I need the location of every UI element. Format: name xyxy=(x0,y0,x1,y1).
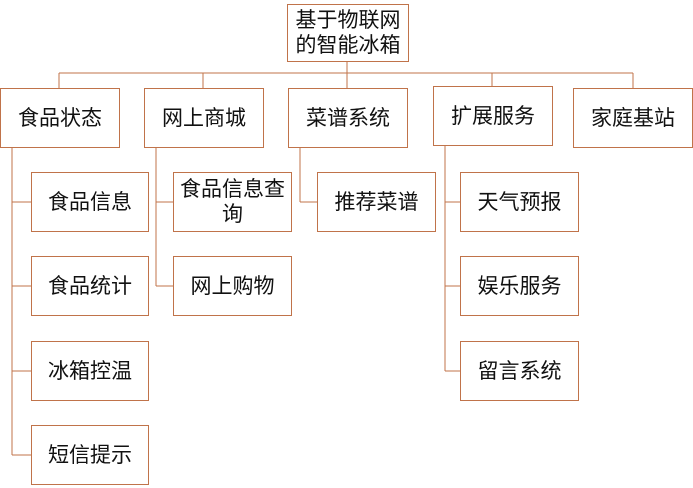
category-recipe-system: 菜谱系统 xyxy=(288,88,408,148)
root-node: 基于物联网的智能冰箱 xyxy=(287,4,409,62)
node-sms-alert: 短信提示 xyxy=(31,425,149,485)
node-food-statistics: 食品统计 xyxy=(31,256,149,316)
category-home-station: 家庭基站 xyxy=(573,88,693,148)
node-food-info-query: 食品信息查询 xyxy=(173,172,292,232)
node-recommended-recipes: 推荐菜谱 xyxy=(317,172,436,232)
node-message-system: 留言系统 xyxy=(460,341,579,401)
node-fridge-temperature: 冰箱控温 xyxy=(31,341,149,401)
category-food-status: 食品状态 xyxy=(0,88,120,148)
category-online-mall: 网上商城 xyxy=(144,88,264,148)
node-food-info: 食品信息 xyxy=(31,172,149,232)
category-extended-services: 扩展服务 xyxy=(433,86,553,146)
node-entertainment: 娱乐服务 xyxy=(460,256,579,316)
node-weather-forecast: 天气预报 xyxy=(460,172,579,232)
node-online-shopping: 网上购物 xyxy=(173,256,292,316)
